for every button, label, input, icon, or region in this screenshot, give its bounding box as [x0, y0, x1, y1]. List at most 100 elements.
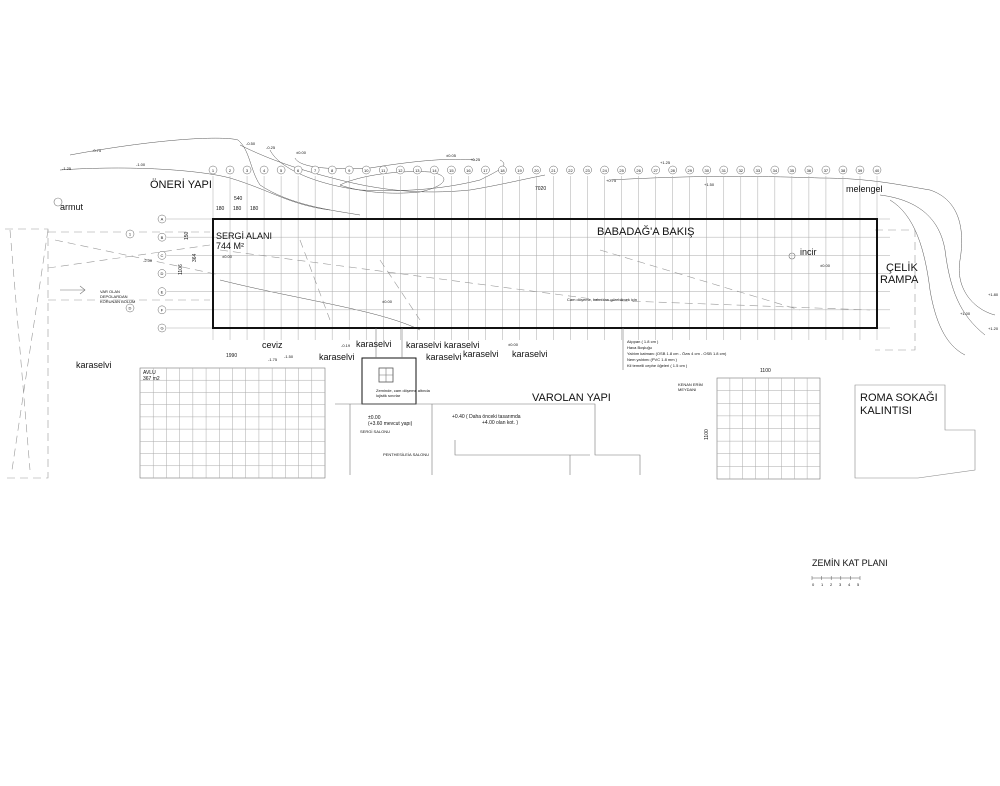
axis-marker: [821, 165, 831, 175]
level-mark: ±0.05: [446, 153, 457, 158]
axis-marker: [157, 214, 167, 224]
contour-lines: [59, 137, 996, 356]
axis-label: 20: [534, 168, 539, 173]
level-mark: ±0.00: [382, 299, 393, 304]
dim-540: 540: [234, 196, 243, 202]
glass-floor-note: Cam döşeme, kalıntıları görebilmek için: [567, 297, 637, 302]
scale-tick: 5: [857, 582, 860, 587]
glass-floor-note-2: Zeminde, cam döşeme altında: [376, 388, 431, 393]
axis-marker: [157, 323, 167, 333]
axis-label: 9: [348, 168, 351, 173]
dim-1990: 1990: [226, 353, 237, 359]
axis-marker: [532, 165, 541, 175]
tree-karaselvi: karaselvi: [76, 360, 112, 370]
steel-ramp-label: ÇELİK: [886, 261, 918, 274]
wall-layer: Alçıpan ( 1.8 cm ): [627, 339, 659, 344]
tree-incir: incir: [800, 247, 817, 257]
tree-ceviz: ceviz: [262, 340, 283, 350]
level-mark: +1.20: [988, 326, 999, 331]
level-existing-2: (+3.60 mevcut yapı): [368, 421, 413, 427]
axis-label: 18: [500, 168, 505, 173]
level-mark: +1.80: [988, 292, 999, 297]
axis-marker: [566, 165, 575, 175]
axis-label: 23: [585, 168, 590, 173]
level-mark: +0.25: [470, 157, 481, 162]
axis-label: 36: [807, 168, 812, 173]
axis-marker: [651, 165, 660, 175]
proposed-building-label: ÖNERİ YAPI: [150, 178, 212, 191]
axis-label: E: [161, 289, 164, 294]
axis-label: 16: [466, 168, 471, 173]
structural-grid: [167, 176, 890, 340]
axis-marker: [498, 165, 507, 175]
axis-marker: [361, 165, 371, 175]
axis-marker: [770, 165, 780, 175]
axis-marker: [430, 165, 439, 175]
axis-marker: [804, 165, 814, 175]
axis-marker: [685, 165, 694, 175]
scale-tick: 2: [830, 582, 833, 587]
axis-marker: [157, 251, 167, 260]
level-mark: -1.50: [284, 354, 294, 359]
axis-label: 32: [739, 168, 744, 173]
preserved-label-3: KORUNAN BÖLÜM: [100, 299, 135, 304]
axis-marker: [515, 165, 524, 175]
axis-marker: [413, 165, 422, 175]
axis-label: 1: [129, 232, 132, 237]
axis-label: 37: [824, 168, 829, 173]
axis-marker: [327, 165, 337, 175]
axis-label: A: [161, 217, 164, 222]
axis-marker: [344, 165, 354, 175]
axis-marker: [157, 287, 167, 296]
axis-label: D: [129, 306, 132, 311]
level-mark: -1.25: [62, 166, 72, 171]
axis-label: 38: [841, 168, 846, 173]
dim-180: 180: [250, 206, 259, 212]
dim-180: 180: [216, 206, 225, 212]
axis-marker: [125, 303, 135, 313]
roman-street-label-2: KALINTISI: [860, 405, 912, 417]
axis-marker: [787, 165, 797, 175]
courtyard-label: AVLU: [143, 370, 156, 376]
axis-label: 12: [398, 168, 403, 173]
steel-ramp-label-2: RAMPA: [880, 274, 919, 286]
axis-marker: [379, 165, 388, 175]
dim-7020: 7020: [535, 186, 546, 192]
square-label-2: MEYDANI: [678, 387, 696, 392]
tree-melengel: melengel: [846, 184, 883, 194]
axis-marker: [736, 165, 746, 175]
level-mark: +1.25: [660, 160, 671, 165]
axis-marker: [310, 165, 320, 175]
axis-marker: [464, 165, 473, 175]
scale-tick: 1: [821, 582, 824, 587]
axis-label: 40: [875, 168, 880, 173]
labels: ÖNERİ YAPI SERGİ ALANI 744 M² BABADAĞ'A …: [53, 141, 999, 587]
axis-marker: [872, 165, 882, 175]
tree-karaselvi: karaselvi: [356, 339, 392, 349]
scale-tick: 4: [848, 582, 851, 587]
axis-marker: [702, 165, 711, 175]
axis-label: F: [161, 307, 164, 312]
preserved-label: VAR OLAN: [100, 289, 120, 294]
dim-1106: 1106: [178, 264, 184, 275]
axis-label: 29: [687, 168, 692, 173]
dim-180: 180: [233, 206, 242, 212]
level-mark: ±0.00: [222, 254, 233, 259]
roman-street-label: ROMA SOKAĞI: [860, 391, 938, 404]
courtyard-grid: [139, 367, 326, 479]
preserved-label-2: DEPOLARDAN: [100, 294, 128, 299]
level-mark: +1.00: [960, 311, 971, 316]
axis-label: 2: [229, 168, 232, 173]
axis-label: D: [161, 271, 164, 276]
building-outline: [212, 218, 878, 329]
axis-label: 24: [602, 168, 607, 173]
axis-marker: [157, 305, 167, 315]
existing-building-label: VAROLAN YAPI: [532, 392, 611, 404]
exhibition-area-label: SERGİ ALANI: [216, 231, 272, 241]
wall-layer: Nem yalıtımı (PVC 1.8 mm ): [627, 357, 678, 362]
tree-karaselvi: karaselvi: [406, 340, 442, 350]
axis-label: 14: [432, 168, 437, 173]
axis-label: 15: [449, 168, 454, 173]
